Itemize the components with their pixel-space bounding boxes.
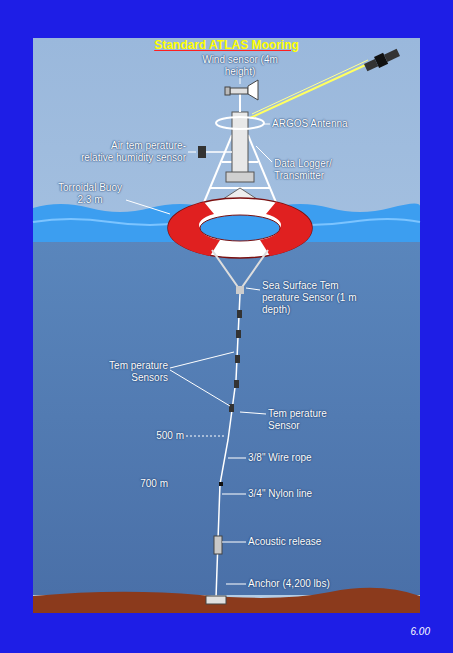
antenna-label: ARGOS Antenna [272, 118, 382, 130]
sensor-label: Wind sensor (4m height) [190, 54, 290, 78]
line-label: 3/4" Nylon line [248, 488, 358, 500]
sensor-label: Sea Surface Tem perature Sensor (1 m dep… [262, 280, 372, 316]
diagram-title: Standard ATLAS Mooring [0, 38, 453, 52]
anchor-label: Anchor (4,200 lbs) [248, 578, 368, 590]
line-label: 3/8" Wire rope [248, 452, 358, 464]
depth-label: 700 m [124, 478, 168, 490]
logger-label: Data Logger/ Transmitter [274, 158, 374, 182]
depth-label: 500 m [140, 430, 184, 442]
sensor-label: Tem perature Sensors [96, 360, 168, 384]
sensor-label: Air tem perature- relative humidity sens… [80, 140, 186, 164]
sensor-label: Tem perature Sensor [268, 408, 358, 432]
release-label: Acoustic release [248, 536, 358, 548]
buoy-label: Torroidal Buoy 2.3 m [50, 182, 130, 206]
version-number: 6.00 [380, 626, 430, 638]
